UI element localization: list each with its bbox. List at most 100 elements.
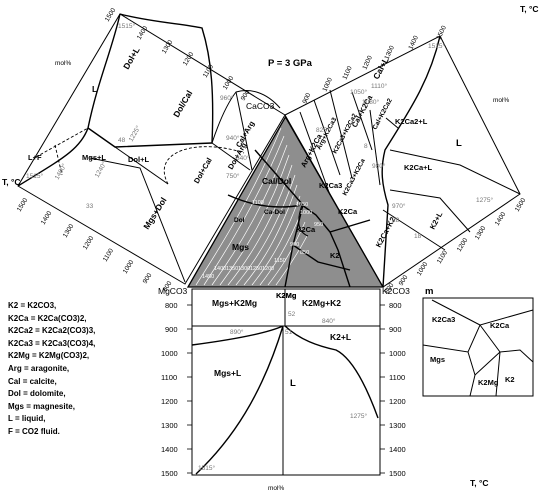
temp-tr-8: 8 (364, 143, 368, 150)
tick-tll-1400: 1400 (40, 210, 54, 226)
field-tl-dol-cal: Dol/Cal (171, 89, 194, 119)
field-tri-k2ca: K2Ca (338, 207, 358, 216)
legend-abbr: F (8, 426, 13, 436)
top-right-upper-ticks: 1500 1400 1300 1200 1100 1000 900 (301, 24, 448, 104)
legend-text: = magnesite, (26, 401, 75, 411)
tick-trl-1500: 1500 (514, 197, 528, 213)
iso-1300: 1300 (238, 266, 250, 272)
legend-item: Cal = calcite, (8, 376, 158, 389)
temp-tr-1080: 1080° (362, 98, 379, 106)
bottom-left-tick-labels: 800 900 1000 1100 1200 1300 1400 1500 (161, 301, 178, 478)
tick-tll-1500: 1500 (16, 197, 30, 213)
bottom-section (191, 288, 381, 476)
iso-1250: 1250 (250, 266, 262, 272)
temp-tl-960: 960° (220, 94, 234, 102)
legend-text: = K2Ca(CO3)2, (30, 313, 87, 323)
legend-text: = K2CO3, (20, 301, 57, 310)
field-tl-L: L (92, 84, 97, 94)
tick-tlu-1500: 1500 (104, 7, 118, 23)
field-tri-k2mg: K2Mg (276, 291, 297, 300)
temp-tl-840: 840° (236, 154, 250, 162)
tick-tll-1300: 1300 (62, 223, 76, 239)
field-tl-l-f: L+F (28, 153, 42, 162)
tick-br-1200: 1200 (389, 397, 406, 406)
legend-item: Arg = aragonite, (8, 363, 158, 376)
temp-tl-1400: 1400° (53, 162, 69, 181)
legend-item: Dol = dolomite, (8, 388, 158, 401)
legend-abbr: Arg (8, 363, 22, 373)
bottom-temps: 890° 840° 1275° 1515° 51 52 (198, 311, 367, 472)
tick-tru-1000: 1000 (321, 76, 334, 92)
tick-tlu-1400: 1400 (136, 25, 150, 41)
field-tr-k2-l: K2+L (428, 210, 445, 231)
legend-item: F = CO2 fluid. (8, 426, 158, 439)
tick-tll-1200: 1200 (82, 235, 96, 251)
field-tr-cal-l: Cal+L (371, 56, 391, 81)
tick-br-1300: 1300 (389, 421, 406, 430)
iso-1200: 1200 (262, 266, 274, 272)
inset-field-mgs: Mgs (430, 355, 445, 364)
field-tr-k2ca2-l: K2Ca2+L (395, 117, 428, 126)
temp-b-1275: 1275° (350, 412, 367, 420)
tick-bl-1200: 1200 (161, 397, 178, 406)
tick-bl-1500: 1500 (161, 469, 178, 478)
legend-text: = aragonite, (24, 363, 70, 373)
field-b-L: L (290, 378, 296, 389)
legend-item: K2 = K2CO3, (8, 300, 158, 313)
inset-field-k2mg: K2Mg (478, 378, 499, 387)
tick-tll-900: 900 (142, 272, 154, 285)
iso-1100: 1100 (252, 200, 264, 206)
temp-tl-48: 48 (118, 137, 126, 144)
label-mgco3: MgCO3 (158, 286, 188, 296)
field-tri-k2ca-inner: K2Ca (296, 225, 316, 234)
field-tr-k2ca-l: K2Ca+L (404, 163, 433, 172)
top-right-temps: 1515° 1110° 1050° 1080° 980° 970° 1275° … (316, 42, 493, 240)
bottom-field-labels: Mgs+K2Mg K2Mg+K2 Mgs+L L K2+L K2Mg (212, 291, 351, 389)
field-tl-dol-l2: Dol+L (128, 155, 149, 164)
legend-text: = liquid, (14, 414, 46, 424)
field-tri-k2ca3: K2Ca3 (319, 181, 342, 190)
legend-abbr: L (8, 414, 13, 424)
field-tl-mgs-l: Mgs+L (82, 153, 106, 162)
tick-br-800: 800 (389, 301, 402, 310)
legend-item: K2Ca2 = K2Ca2(CO3)3, (8, 325, 158, 338)
top-left-upper-ticks: 1500 1400 1300 1200 1100 1000 900 (104, 7, 252, 102)
tick-bl-1000: 1000 (161, 349, 178, 358)
tick-tru-1100: 1100 (341, 65, 353, 81)
axis-comp-bottom: mol% (268, 485, 284, 492)
field-b-k2-l: K2+L (330, 332, 351, 342)
temp-tr-28: 28 (392, 217, 400, 224)
temp-b-51: 51 (285, 329, 293, 336)
iso-1150: 1150 (274, 258, 286, 264)
inset-field-k2: K2 (505, 375, 515, 384)
temp-tl-1240: 1240° (93, 160, 109, 179)
triangle-field-labels: Cal/Dol Dol Ca-Dol Mgs K2Ca3 K2Ca K2Ca K… (232, 176, 358, 300)
tick-br-1000: 1000 (389, 349, 406, 358)
tick-trl-1100: 1100 (436, 249, 450, 265)
tick-trl-800: 800 (384, 282, 396, 295)
tick-br-900: 900 (389, 325, 402, 334)
tick-tru-1200: 1200 (361, 54, 374, 70)
temp-tl-750: 750° (226, 172, 240, 180)
legend-abbr: Mgs (8, 401, 24, 411)
diagram-title: P = 3 GPa (268, 58, 313, 69)
temp-tl-1225: 1225° (127, 124, 143, 143)
iso-1350: 1350 (226, 266, 238, 272)
tick-trl-1300: 1300 (474, 225, 488, 241)
field-tl-dol-cal2: Dol+Cal (192, 156, 214, 185)
bottom-right-tick-labels: 800 900 1000 1100 1200 1300 1400 1500 (389, 301, 406, 478)
bottom-ticks (187, 304, 385, 474)
top-right-lower-ticks: 1500 1400 1300 1200 1100 1000 900 800 (384, 197, 528, 295)
iso-1400: 1400 (214, 266, 226, 272)
temp-tl-33: 33 (86, 203, 94, 210)
top-right-section (284, 35, 521, 288)
legend-abbr: K2 (8, 301, 19, 310)
temp-tr-1515: 1515° (428, 42, 445, 50)
tick-trl-1400: 1400 (494, 211, 508, 227)
iso-850: 850 (300, 250, 309, 256)
tick-tll-1000: 1000 (122, 259, 136, 275)
tick-tlu-1300: 1300 (161, 39, 175, 55)
top-left-section (17, 13, 286, 285)
temp-tr-18: 18 (414, 233, 422, 240)
iso-1050: 1050 (296, 202, 308, 208)
